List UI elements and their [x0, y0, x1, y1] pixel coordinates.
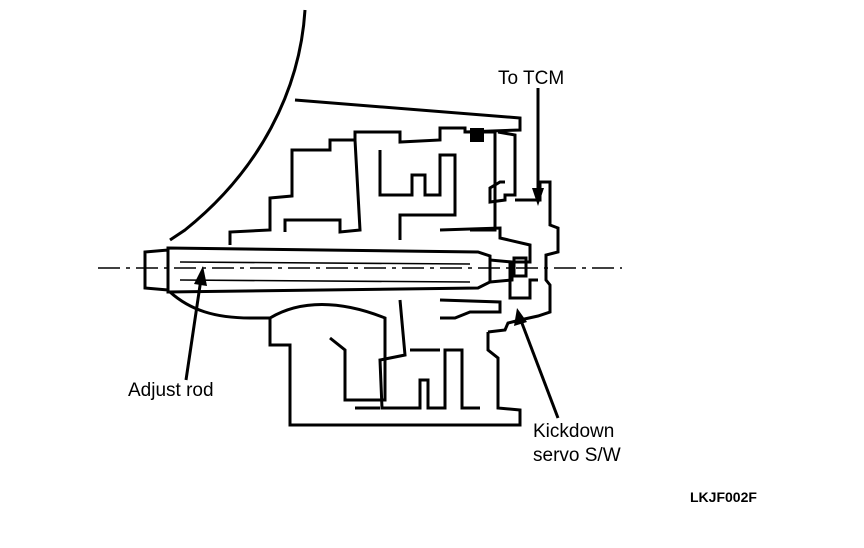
kickdown-arrowhead: [514, 308, 527, 326]
tcm-arrowhead: [532, 188, 544, 206]
upper-inner-3: [465, 130, 497, 232]
servo-lower: [439, 298, 502, 320]
servo-inner: [439, 226, 538, 300]
lower-inner-3: [355, 348, 440, 410]
upper-inner-2: [378, 150, 457, 240]
adjust-rod-end: [489, 258, 514, 284]
lower-inner-2: [378, 299, 480, 410]
adjust-rod-nut: [143, 248, 170, 292]
adjust-rod-label: Adjust rod: [128, 380, 214, 401]
adjust-rod-leader: [184, 271, 204, 381]
servo-switch: [512, 256, 528, 278]
adjust-rod-arrowhead: [194, 266, 207, 286]
lower-case: [168, 290, 522, 427]
figure-code: LKJF002F: [690, 489, 757, 505]
upper-inner-4: [488, 130, 517, 204]
servo-housing-top: [487, 180, 560, 334]
kickdown-leader: [518, 317, 560, 419]
upper-inner-1: [283, 139, 362, 234]
lower-inner-1: [269, 303, 387, 402]
adjust-rod-body: [166, 246, 492, 294]
upper-bolt: [470, 128, 484, 142]
kickdown-label-line1: Kickdown: [533, 421, 614, 442]
to-tcm-label: To TCM: [498, 68, 564, 89]
housing-curve: [169, 9, 307, 242]
adjust-rod-shaft: [179, 261, 471, 283]
kickdown-label-line2: servo S/W: [533, 445, 621, 466]
